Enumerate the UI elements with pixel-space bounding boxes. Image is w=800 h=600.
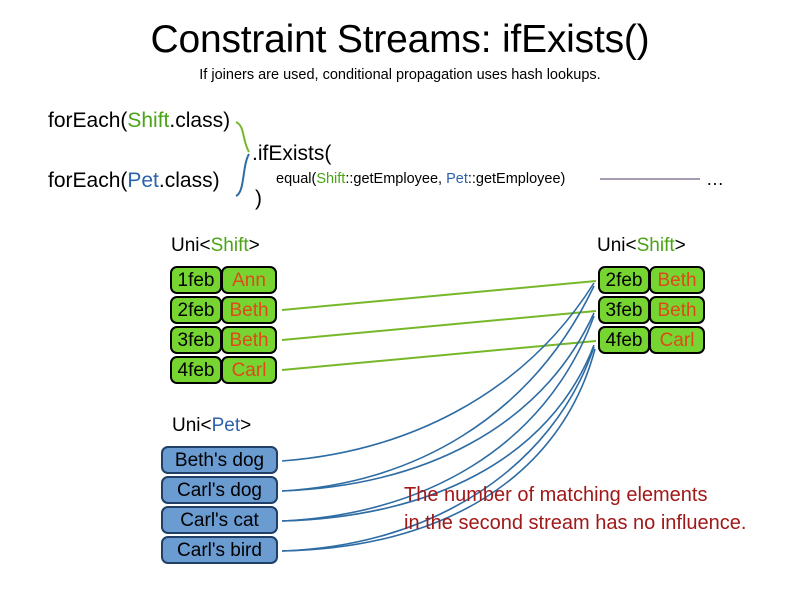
stream-label-shift-left-prefix: Uni< [171,235,211,256]
stream-label-shift-left-suffix: > [248,235,260,256]
stream-label-pet-suffix: > [240,415,252,436]
blue-connector-carls-dog-3feb [281,312,595,492]
table-row: 4feb Carl [170,356,277,384]
table-row: 2feb Beth [598,266,705,294]
code-ifexists: .ifExists( [252,142,332,165]
shift-left-name-3: Carl [221,356,277,384]
shift-right-date-2: 4feb [598,326,650,354]
shift-left-date-3: 4feb [170,356,222,384]
code-equal-pet-type: Pet [446,171,468,187]
list-item: Carl's bird [161,536,278,564]
shift-right-name-2: Carl [649,326,705,354]
shift-left-name-0: Ann [221,266,277,294]
code-foreach-shift-prefix: forEach( [48,109,128,132]
table-row: 1feb Ann [170,266,277,294]
list-item: Carl's dog [161,476,278,504]
code-close-paren: ) [255,187,262,210]
code-foreach-shift: forEach(Shift.class) [48,108,230,133]
shift-right-date-1: 3feb [598,296,650,324]
table-row: 3feb Beth [598,296,705,324]
stream-label-pet-type: Pet [211,415,241,436]
code-foreach-pet-suffix: .class) [158,169,220,192]
stream-label-shift-left: Uni<Shift> [171,234,260,257]
code-foreach-shift-type: Shift [127,109,170,132]
shift-table-right: 2feb Beth 3feb Beth 4feb Carl [598,266,705,356]
code-equal-shift-type: Shift [316,171,346,187]
code-foreach-pet: forEach(Pet.class) [48,168,220,193]
blue-connector-beths-dog-2feb [281,282,595,462]
code-foreach-pet-prefix: forEach( [48,169,128,192]
table-row: 4feb Carl [598,326,705,354]
code-equal-shift-method: ::getEmployee, [345,171,447,187]
code-equal-joiner: equal(Shift::getEmployee, Pet::getEmploy… [276,170,565,188]
brace-arm-pet [235,153,250,197]
shift-left-date-0: 1feb [170,266,222,294]
stream-label-shift-right: Uni<Shift> [597,234,686,257]
shift-right-date-0: 2feb [598,266,650,294]
annotation-line-2: in the second stream has no influence. [404,512,747,534]
slide-subtitle: If joiners are used, conditional propaga… [199,67,601,83]
table-row: 3feb Beth [170,326,277,354]
annotation-line-1: The number of matching elements [404,484,708,506]
annotation-note: The number of matching elements in the s… [404,481,746,537]
code-foreach-pet-type: Pet [127,169,159,192]
shift-left-date-2: 3feb [170,326,222,354]
stream-label-shift-left-type: Shift [210,235,249,256]
pet-list: Beth's dog Carl's dog Carl's cat Carl's … [161,446,278,566]
shift-right-name-0: Beth [649,266,705,294]
shift-left-date-1: 2feb [170,296,222,324]
stream-label-shift-right-suffix: > [674,235,686,256]
brace-arm-shift [235,121,250,153]
code-equal-pet-method: ::getEmployee) [467,171,566,187]
stream-label-pet: Uni<Pet> [172,414,251,437]
green-connector-group [281,280,597,371]
stream-label-shift-right-type: Shift [636,235,675,256]
slide-title: Constraint Streams: ifExists() [150,18,650,61]
list-item: Carl's cat [161,506,278,534]
shift-table-left: 1feb Ann 2feb Beth 3feb Beth 4feb Carl [170,266,277,386]
code-foreach-shift-suffix: .class) [169,109,231,132]
blue-connector-carls-dog-2feb [281,285,595,492]
shift-left-name-2: Beth [221,326,277,354]
green-connector-4feb [281,340,597,371]
table-row: 2feb Beth [170,296,277,324]
stream-label-shift-right-prefix: Uni< [597,235,637,256]
list-item: Beth's dog [161,446,278,474]
code-ellipsis: … [706,169,724,189]
green-connector-2feb [281,280,597,311]
green-connector-3feb [281,310,597,341]
shift-left-name-1: Beth [221,296,277,324]
stream-brace [235,121,250,197]
shift-right-name-1: Beth [649,296,705,324]
code-equal-prefix: equal( [276,171,317,187]
stream-label-pet-prefix: Uni< [172,415,212,436]
